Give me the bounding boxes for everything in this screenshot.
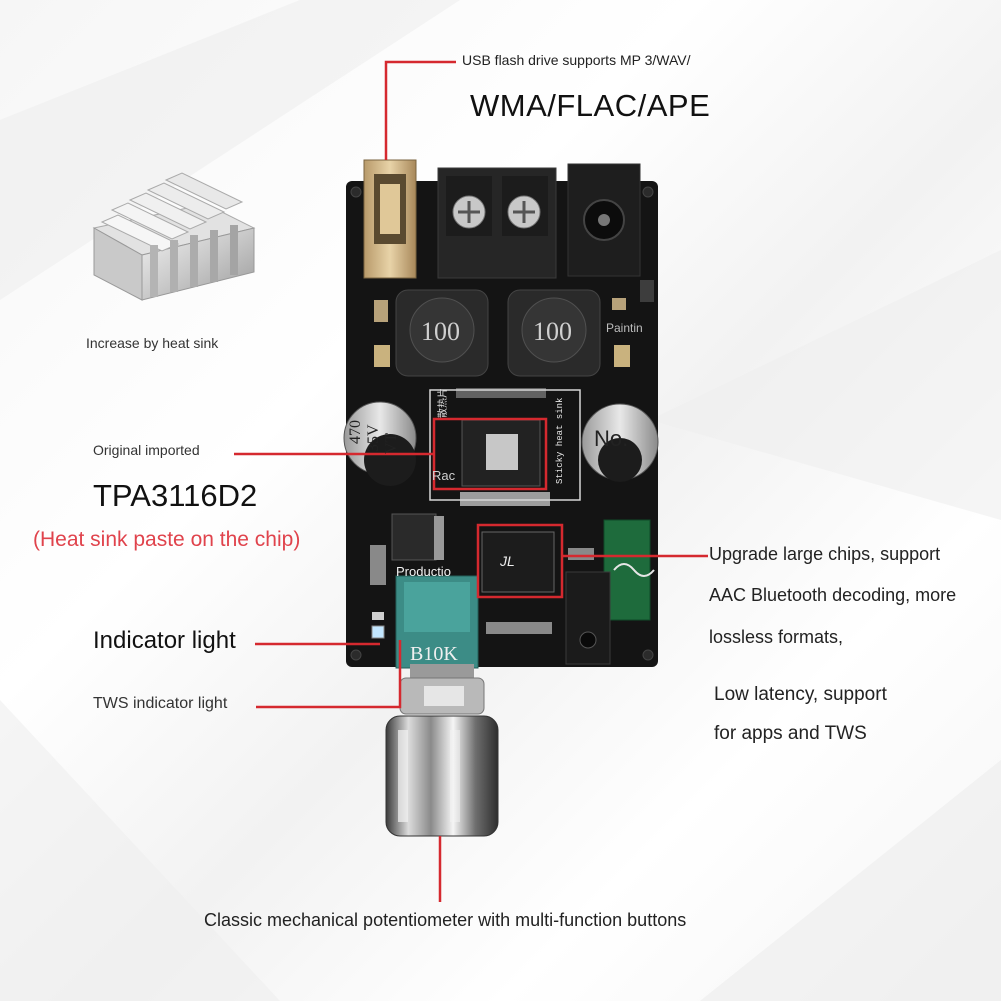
original-imported-label: Original imported <box>93 442 200 458</box>
capacitor-left-marking-1: 470 <box>347 420 364 444</box>
chinese-heat-sink-marking: 散热片 <box>436 388 449 418</box>
productio-marking: Productio <box>396 564 451 579</box>
inductor-right-marking: 100 <box>533 317 572 346</box>
dc-power-jack <box>567 163 641 277</box>
chip-highlight-box <box>432 417 548 491</box>
latency-label-line-2: for apps and TWS <box>714 723 867 744</box>
board-markings: 100 100 470 35V VT No. B10K Paintin Stic… <box>347 317 643 665</box>
capacitor-left <box>343 401 417 486</box>
audio-jack <box>565 571 611 665</box>
upgrade-label-line-1: Upgrade large chips, support <box>709 544 941 564</box>
heat-sink-paste-note: (Heat sink paste on the chip) <box>33 528 301 551</box>
indicator-light-label: Indicator light <box>93 627 236 654</box>
voltage-regulator <box>391 513 444 561</box>
heat-sink-label: Increase by heat sink <box>86 335 219 351</box>
speaker-terminals <box>437 167 557 279</box>
usb-port <box>363 159 417 279</box>
upgrade-label-line-3: lossless formats, <box>709 627 844 647</box>
capacitor-right <box>581 403 659 482</box>
bluetooth-chip-highlight-box <box>476 523 564 599</box>
tpa3116d2-chip-area <box>429 389 581 501</box>
usb-formats-title: WMA/FLAC/APE <box>470 88 711 123</box>
bluetooth-antenna <box>603 519 655 621</box>
svg-text:JL: JL <box>499 553 515 569</box>
inductor-right <box>507 289 601 377</box>
paintin-marking: Paintin <box>606 321 643 335</box>
pot-marking: B10K <box>410 643 458 665</box>
potentiometer-label: Classic mechanical potentiometer with mu… <box>204 910 687 930</box>
inductor-left-marking: 100 <box>421 317 460 346</box>
smd-components <box>370 280 654 634</box>
capacitor-right-marking: No. <box>594 426 628 451</box>
capacitor-left-marking-3: VT <box>383 432 400 454</box>
inductor-left <box>395 289 489 377</box>
heat-sink-image <box>92 172 256 301</box>
indicator-leds <box>371 612 385 639</box>
potentiometer <box>385 575 499 837</box>
chip-model-label: TPA3116D2 <box>93 478 258 513</box>
upgrade-label-line-2: AAC Bluetooth decoding, more <box>709 585 957 605</box>
bluetooth-chip: JL <box>481 531 555 593</box>
tws-indicator-label: TWS indicator light <box>93 695 228 712</box>
latency-label-line-1: Low latency, support <box>714 684 887 705</box>
callout-lines <box>234 60 708 902</box>
capacitor-left-marking-2: 35V <box>365 424 382 452</box>
usb-formats-label: USB flash drive supports MP 3/WAV/ <box>462 52 691 68</box>
callout-tws <box>256 640 402 709</box>
rac-marking: Rac <box>432 468 456 483</box>
callout-usb <box>384 60 456 160</box>
sticky-heat-sink-marking: Sticky heat sink <box>555 398 565 484</box>
